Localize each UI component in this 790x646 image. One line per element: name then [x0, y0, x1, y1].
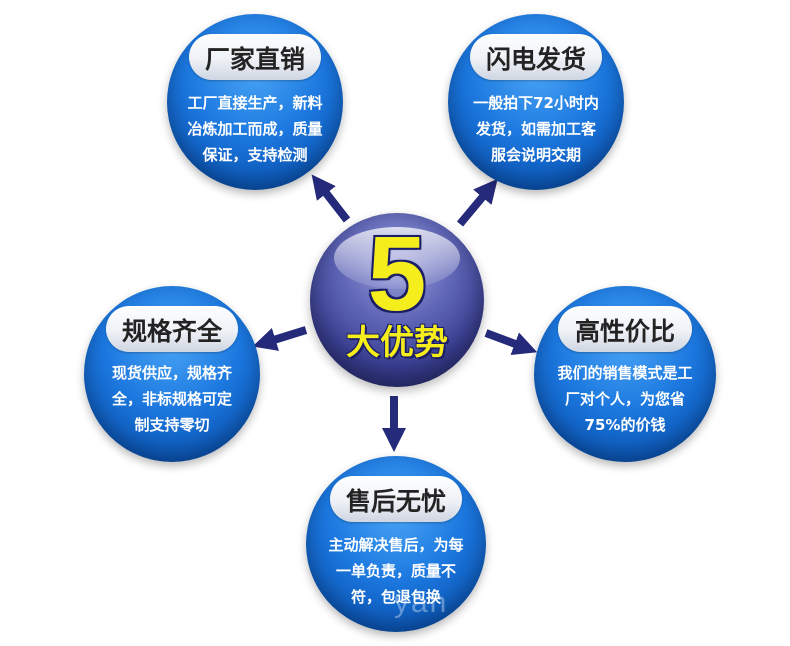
- center-gloss: [334, 227, 460, 289]
- watermark: yan: [394, 586, 449, 619]
- description-line: 一单负责，质量不: [335, 562, 456, 580]
- title-pill: [558, 306, 692, 352]
- advantage-after-sales: 售后无忧 主动解决售后，为每 一单负责，质量不 符，包退包换: [306, 456, 486, 632]
- description-line: 保证，支持检测: [202, 146, 308, 164]
- advantage-title: 闪电发货: [485, 45, 586, 74]
- advantage-title: 高性价比: [574, 317, 675, 346]
- advantage-description: 一般拍下72小时内 发货，如需加工客 服会说明交期: [448, 90, 624, 168]
- title-pill: [189, 34, 321, 80]
- description-line: 工厂直接生产，新料: [187, 94, 323, 112]
- advantage-description: 主动解决售后，为每 一单负责，质量不 符，包退包换: [306, 532, 486, 610]
- advantage-title: 售后无忧: [345, 487, 446, 516]
- description-line: 服会说明交期: [490, 146, 581, 164]
- center-label: 大优势: [346, 323, 448, 363]
- advantage-description: 现货供应，规格齐 全，非标规格可定 制支持零切: [84, 360, 260, 438]
- description-line: 冶炼加工而成，质量: [187, 120, 323, 138]
- description-line: 一般拍下72小时内: [473, 94, 599, 112]
- advantage-description: 工厂直接生产，新料 冶炼加工而成，质量 保证，支持检测: [167, 90, 343, 168]
- advantage-title: 厂家直销: [204, 45, 305, 74]
- arrow-to-fast-shipping: [456, 178, 498, 227]
- advantage-full-specs: 规格齐全 现货供应，规格齐 全，非标规格可定 制支持零切: [84, 286, 260, 462]
- description-line: 发货，如需加工客: [475, 120, 596, 138]
- description-line: 制支持零切: [134, 416, 210, 434]
- arrow-to-cost-performance: [484, 329, 538, 356]
- advantage-fast-shipping: 闪电发货 一般拍下72小时内 发货，如需加工客 服会说明交期: [448, 14, 624, 190]
- advantage-factory-direct: 厂家直销 工厂直接生产，新料 冶炼加工而成，质量 保证，支持检测: [167, 14, 343, 190]
- description-line: 75%的价钱: [584, 416, 666, 434]
- title-pill: [470, 34, 602, 80]
- description-line: 我们的销售模式是工: [557, 364, 693, 382]
- description-line: 厂对个人，为您省: [564, 390, 685, 408]
- title-pill: [106, 306, 238, 352]
- center-number: 5: [367, 215, 427, 333]
- advantage-cost-performance: 高性价比 我们的销售模式是工 厂对个人，为您省 75%的价钱: [534, 286, 716, 462]
- title-pill: [330, 476, 462, 522]
- advantage-title: 规格齐全: [121, 317, 222, 346]
- arrow-to-factory-direct: [311, 174, 351, 223]
- arrow-to-full-specs: [252, 326, 308, 351]
- description-line: 主动解决售后，为每: [328, 536, 464, 554]
- description-line: 符，包退包换: [350, 588, 441, 606]
- description-line: 现货供应，规格齐: [111, 364, 232, 382]
- advantage-description: 我们的销售模式是工 厂对个人，为您省 75%的价钱: [534, 360, 716, 438]
- center-sphere: 5 大优势: [310, 213, 484, 387]
- description-line: 全，非标规格可定: [111, 390, 232, 408]
